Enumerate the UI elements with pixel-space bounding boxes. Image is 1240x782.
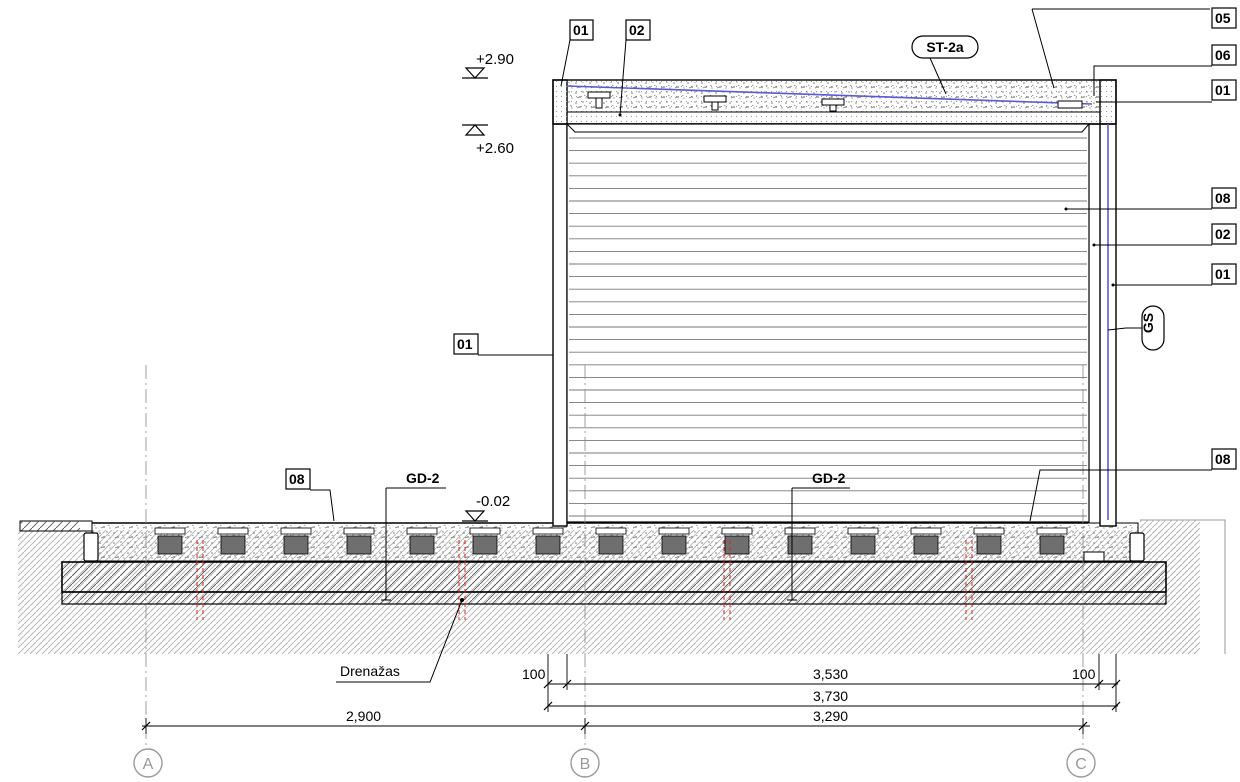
floor-support-blocks [154,527,1068,555]
callout-gd2-left: GD-2 [381,470,446,601]
door-slats [569,137,1087,517]
dim-axis-ab: 2,900 [346,708,381,724]
level-ceiling-text: +2.60 [476,140,514,157]
callout-drainage: Drenažas [336,598,464,683]
level-mark-top: +2.90 [462,51,514,79]
callout-gd2-right-text: GD-2 [812,470,846,486]
level-mark-ground: -0.02 [462,493,510,522]
callout-gs: GS [1107,305,1165,351]
tag-right-08: 08 [1064,187,1237,211]
dim-right-100: 100 [1072,666,1096,682]
tag-right-01-text: 01 [1215,266,1231,282]
level-ground-text: -0.02 [476,493,510,510]
tag-right-08-text: 08 [1215,190,1231,206]
tag-ground-08-left-text: 08 [289,471,305,487]
floor-support-block [721,527,753,555]
floor-support-block [532,527,564,555]
tag-right-06-text: 06 [1215,47,1231,63]
callout-gs-text: GS [1140,313,1156,333]
dim-left-100: 100 [522,666,546,682]
tag-right-01: 01 [1111,263,1237,287]
callout-st-2a-text: ST-2a [926,39,964,55]
floor-support-block [910,527,942,555]
floor-support-block [1036,527,1068,555]
floor-support-block [154,527,186,555]
tag-left-01: 01 [453,333,553,356]
axis-bubble-b: B [570,748,600,778]
floor-support-block [217,527,249,555]
left-paving-strip [19,520,93,532]
floor-support-block [784,527,816,555]
floor-support-block [847,527,879,555]
tag-left-01-text: 01 [457,336,473,352]
callout-gd2-left-text: GD-2 [406,470,440,486]
garage-structure [552,79,1117,527]
tag-right-05-text: 05 [1215,10,1231,26]
tag-top-02: 02 [618,19,651,117]
tag-top-01: 01 [560,19,594,87]
tag-right-02: 02 [1092,223,1237,247]
axis-b-text: B [580,756,591,773]
tag-right-05: 05 [1031,7,1237,89]
tag-ground-08-left: 08 [285,468,335,522]
dim-overall-3730: 3,730 [813,688,848,704]
tag-right-01-top-text: 01 [1215,82,1231,98]
tag-top-02-text: 02 [629,22,645,38]
tag-right-06: 06 [1093,44,1237,96]
callout-st-2a: ST-2a [911,35,979,95]
edge-beams [83,532,1145,562]
level-mark-ceiling: +2.60 [462,124,514,157]
floor-support-block [280,527,312,555]
foundation-slab [61,561,1167,605]
axis-a-text: A [143,756,154,773]
floor-support-block [469,527,501,555]
tag-right-01-top: 01 [1096,79,1237,103]
level-top-text: +2.90 [476,51,514,68]
tag-ground-08-right-text: 08 [1215,451,1231,467]
callout-drainage-text: Drenažas [340,663,400,679]
floor-support-block [973,527,1005,555]
tag-right-02-text: 02 [1215,226,1231,242]
axis-c-text: C [1075,756,1087,773]
axis-centerlines [145,365,1084,745]
dim-axis-bc: 3,290 [813,708,848,724]
dimension-lines [141,654,1121,734]
floor-support-block [406,527,438,555]
axis-bubble-c: C [1066,748,1096,778]
dim-inner-3530: 3,530 [813,666,848,682]
floor-support-block [658,527,690,555]
floor-support-block [595,527,627,555]
floor-support-block [343,527,375,555]
callout-gd2-right: GD-2 [787,470,850,601]
tag-ground-08-right: 08 [1029,448,1237,522]
axis-bubble-a: A [133,748,163,778]
tag-top-01-text: 01 [573,22,589,38]
